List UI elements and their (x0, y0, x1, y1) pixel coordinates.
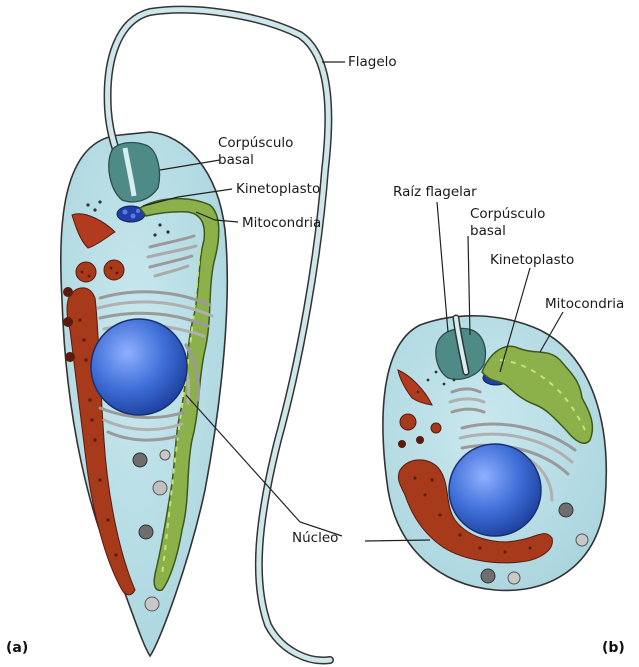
cell-b (383, 316, 606, 591)
label-kinetoplasto-a: Kinetoplasto (236, 181, 320, 197)
label-mitocondria-b: Mitocondria (545, 296, 624, 312)
label-nucleo: Núcleo (292, 530, 338, 546)
label-corpusculo-basal-b-line1: Corpúsculo (470, 206, 545, 222)
label-mitocondria-a: Mitocondria (242, 215, 321, 231)
nucleus-b (449, 444, 541, 536)
label-corpusculo-basal-b-line2: basal (470, 223, 506, 239)
panel-tag-a: (a) (6, 640, 28, 656)
panel-tag-b: (b) (602, 640, 625, 656)
cell-a (61, 10, 330, 661)
label-corpusculo-basal-a-line2: basal (218, 152, 254, 168)
label-corpusculo-basal-a-line1: Corpúsculo (218, 135, 293, 151)
label-raiz-flagelar: Raíz flagelar (393, 184, 477, 200)
label-kinetoplasto-b: Kinetoplasto (490, 252, 574, 268)
nucleus-a (91, 319, 187, 415)
label-flagelo: Flagelo (348, 54, 397, 70)
